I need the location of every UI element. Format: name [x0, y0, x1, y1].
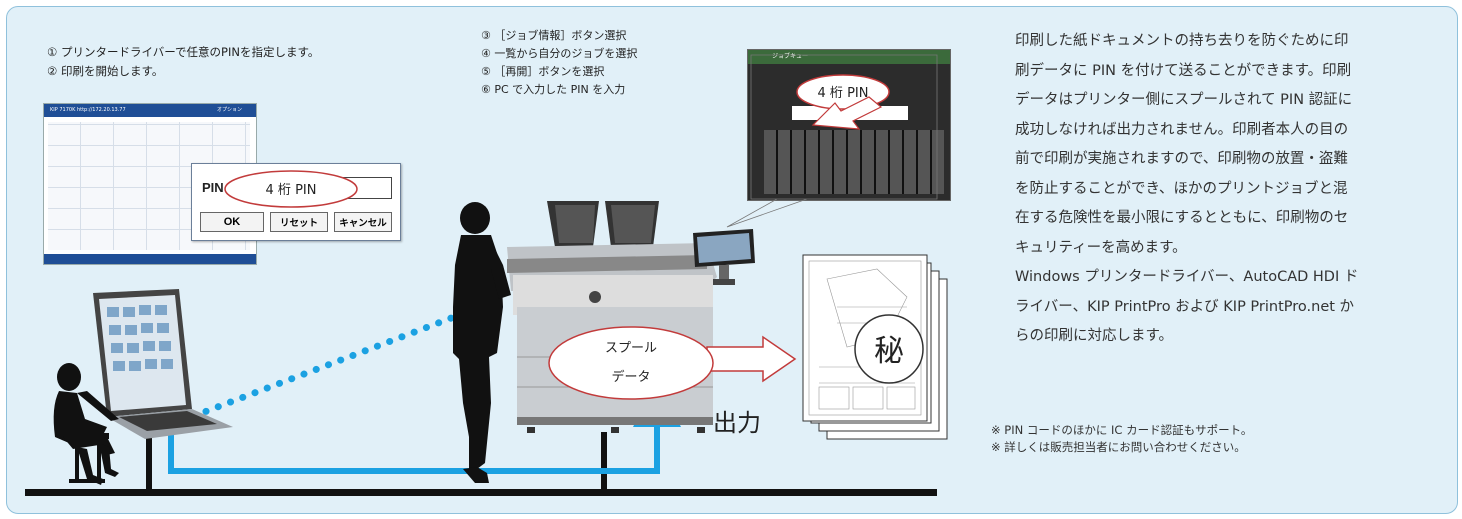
- spool-data-bubble: [548, 326, 714, 400]
- floor-line: [25, 489, 937, 496]
- driver-pin-text: 4 桁 PIN: [266, 183, 317, 198]
- desc-line: データはプリンター側にスプールされて PIN 認証に: [1015, 92, 1353, 108]
- steps-left: ① プリンタードライバーで任意のPINを指定します。 ② 印刷を開始します。: [47, 43, 319, 81]
- desc-line: 刷データに PIN を付けて送ることができます。印刷: [1015, 62, 1352, 79]
- driver-header: KIP 7170K http://172.20.13.77 オプション: [44, 104, 256, 117]
- spool-label-1: スプール: [605, 341, 657, 356]
- cancel-button[interactable]: キャンセル: [334, 212, 392, 232]
- step-6: ⑥ PC で入力した PIN を入力: [481, 83, 626, 96]
- pin-dotted-line: [153, 305, 479, 434]
- desc-line: キュリティーを高めます。: [1015, 239, 1187, 256]
- standing-person: [453, 202, 511, 483]
- tablet-header: ジョブキュー: [748, 50, 950, 64]
- pc-pole: [146, 432, 152, 492]
- step-1: ① プリンタードライバーで任意のPINを指定します。: [47, 45, 320, 59]
- description: 印刷した紙ドキュメントの持ち去りを防ぐために印 刷データに PIN を付けて送る…: [1015, 27, 1445, 352]
- secret-stamp: [854, 314, 924, 384]
- ok-button[interactable]: OK: [200, 212, 264, 232]
- step-4: ④ 一覧から自分のジョブを選択: [481, 47, 638, 60]
- tablet-pin-arrow: [811, 96, 883, 130]
- diagram-frame: ① プリンタードライバーで任意のPINを指定します。 ② 印刷を開始します。 ③…: [6, 6, 1458, 514]
- stool: [65, 433, 109, 483]
- illustration: スプール データ 秘 4 桁 PIN 4 桁 PIN: [25, 54, 948, 496]
- desc-line: 在する危険性を最小限にするとともに、印刷物のセ: [1015, 210, 1349, 226]
- desc-line: を防止することができ、ほかのプリントジョブと混: [1015, 180, 1348, 197]
- steps-top: ③ ［ジョブ情報］ボタン選択 ④ 一覧から自分のジョブを選択 ⑤ ［再開］ボタン…: [481, 27, 637, 99]
- output-label: 出力: [713, 409, 761, 437]
- pin-label: PIN :: [202, 180, 232, 195]
- driver-footer: [44, 254, 256, 264]
- desc-line: Windows プリンタードライバー、AutoCAD HDI ド: [1015, 269, 1359, 285]
- output-stack: [802, 254, 948, 440]
- desc-line: 成功しなければ出力されません。印刷者本人の目の: [1015, 121, 1349, 138]
- driver-header-title: KIP 7170K http://172.20.13.77: [50, 107, 126, 113]
- reset-button[interactable]: リセット: [270, 212, 328, 232]
- spool-route-arrow: [168, 379, 681, 474]
- desc-line: 前で印刷が実施されますので、印刷物の放置・盗難: [1015, 151, 1348, 167]
- driver-pin-bubble: [224, 170, 358, 208]
- tablet-title: ジョブキュー: [772, 53, 809, 60]
- secret-mark: 秘: [874, 334, 904, 369]
- tablet-callout: [726, 54, 938, 228]
- tablet-pin-text: 4 桁 PIN: [818, 86, 869, 101]
- desc-line: ライバー、KIP PrintPro および KIP PrintPro.net か: [1015, 298, 1355, 315]
- laptop: [93, 289, 233, 439]
- driver-header-option: オプション: [216, 107, 242, 113]
- note-line: ※ PIN コードのほかに IC カード認証もサポート。: [991, 423, 1253, 437]
- step-3: ③ ［ジョブ情報］ボタン選択: [481, 29, 627, 42]
- notes: ※ PIN コードのほかに IC カード認証もサポート。 ※ 詳しくは販売担当者…: [991, 422, 1252, 456]
- printer-roll-holders: [547, 201, 659, 247]
- desc-line: らの印刷に対応します。: [1015, 328, 1174, 344]
- note-line: ※ 詳しくは販売担当者にお問い合わせください。: [991, 440, 1246, 454]
- printer-touchscreen: [693, 229, 755, 285]
- printer-pole: [601, 432, 607, 492]
- spool-label-2: データ: [611, 369, 650, 385]
- tablet-keyboard[interactable]: [764, 130, 944, 194]
- desc-line: 印刷した紙ドキュメントの持ち去りを防ぐために印: [1015, 33, 1349, 49]
- step-2: ② 印刷を開始します。: [47, 64, 164, 78]
- output-arrow: [706, 335, 797, 383]
- step-5: ⑤ ［再開］ボタンを選択: [481, 65, 605, 78]
